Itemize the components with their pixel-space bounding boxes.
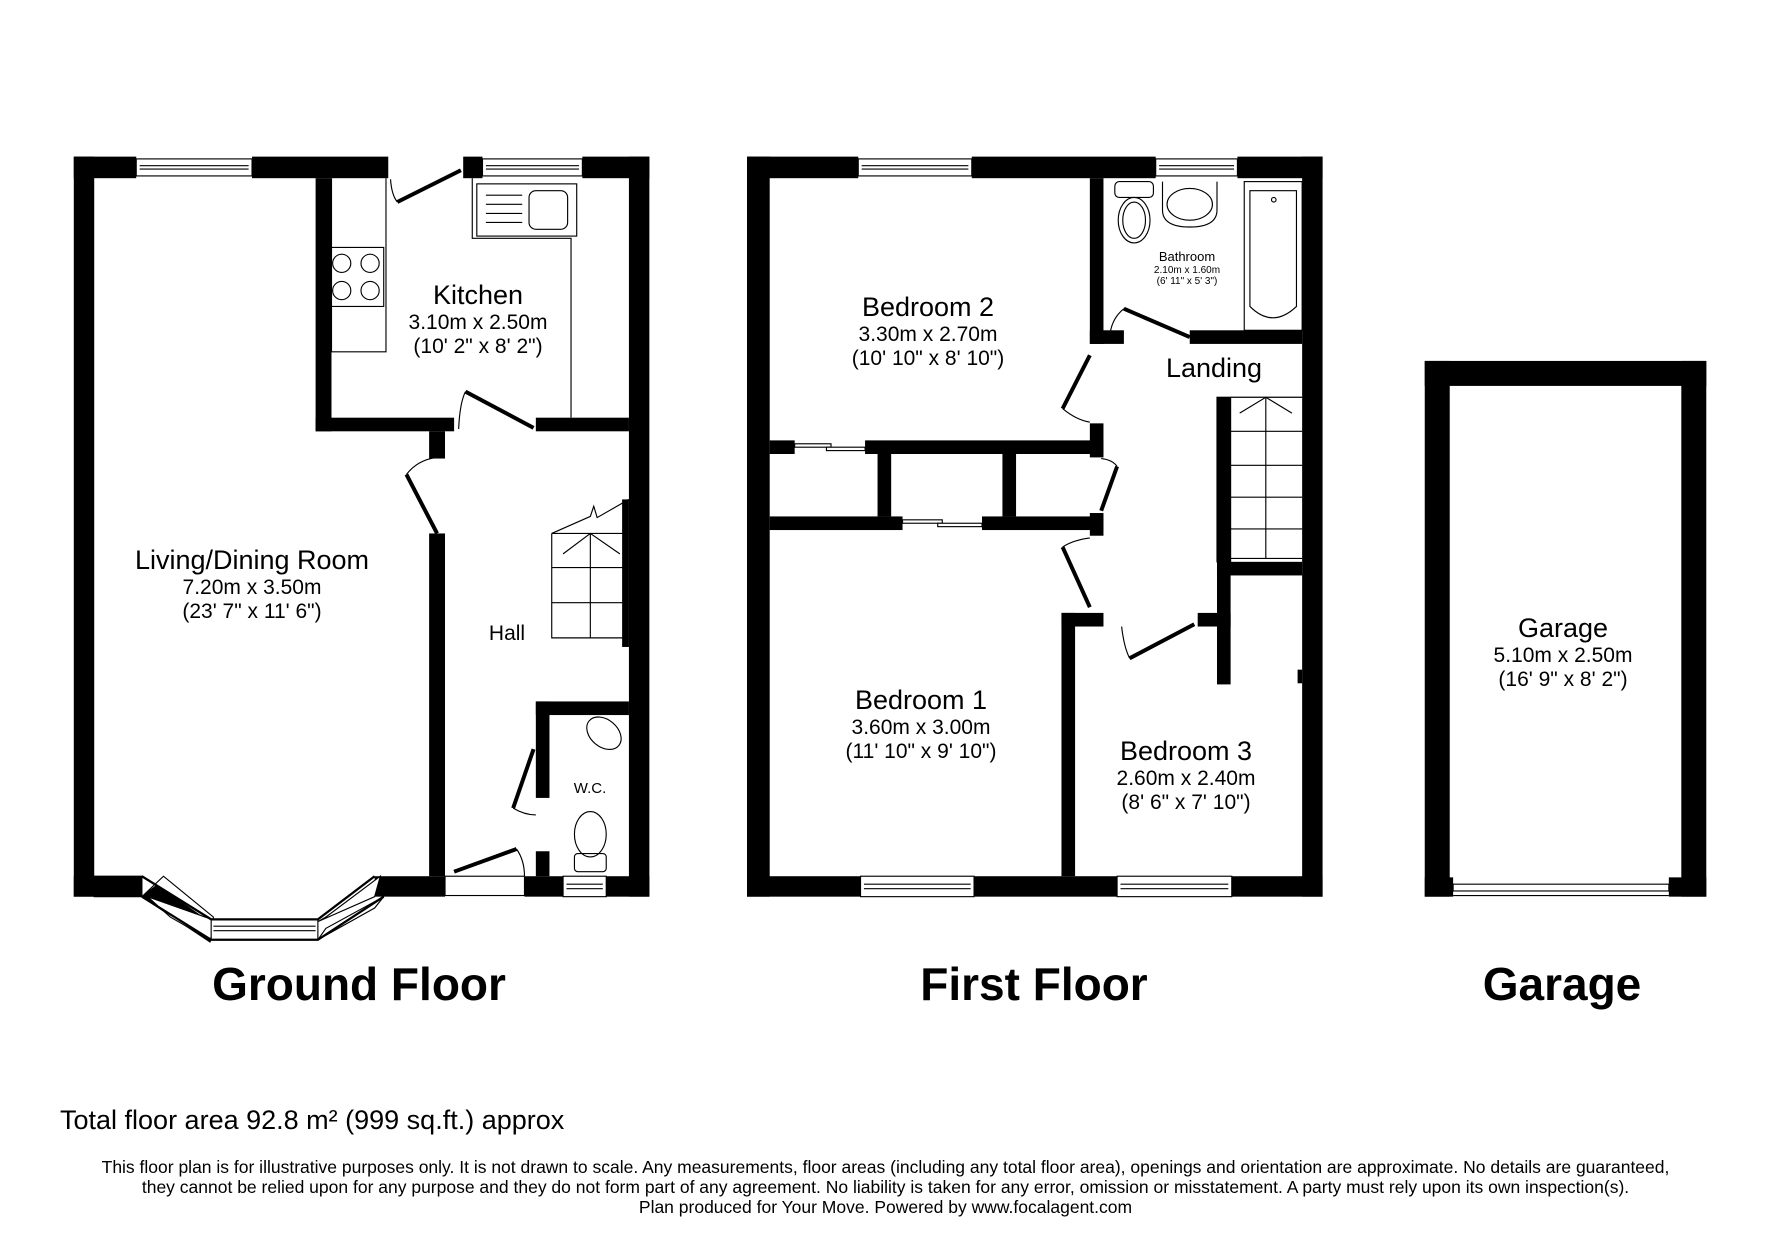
- room-dim-metric: 5.10m x 2.50m: [1493, 644, 1633, 668]
- room-name: Bedroom 2: [861, 292, 995, 322]
- sliding-door-icon: [794, 443, 983, 528]
- room-dim-metric: 3.60m x 3.00m: [851, 716, 991, 740]
- disclaimer-line: Plan produced for Your Move. Powered by …: [638, 1197, 1133, 1217]
- floor-title-first: First Floor: [920, 958, 1148, 1010]
- room-dim-metric: 7.20m x 3.50m: [182, 576, 322, 600]
- disclaimer-line: This floor plan is for illustrative purp…: [101, 1157, 1670, 1177]
- room-name: Bedroom 3: [1119, 736, 1253, 766]
- room-name: Hall: [488, 622, 526, 645]
- room-dim-imperial: (8' 6" x 7' 10"): [1121, 791, 1251, 815]
- garage-door-icon: [1452, 883, 1670, 897]
- room-name: Landing: [1165, 353, 1263, 383]
- bathroom-fittings: [1114, 181, 1303, 331]
- room-dim-metric: 3.30m x 2.70m: [858, 323, 998, 347]
- room-name: Bedroom 1: [854, 685, 988, 715]
- bay-window: [93, 874, 385, 943]
- room-name: Living/Dining Room: [134, 545, 370, 575]
- room-label-living-dining: Living/Dining Room 7.20m x 3.50m (23' 7"…: [135, 545, 369, 624]
- first-floor-plan: [746, 156, 1323, 898]
- room-label-bedroom-3: Bedroom 3 2.60m x 2.40m (8' 6" x 7' 10"): [1117, 736, 1256, 815]
- room-dim-imperial: (23' 7" x 11' 6"): [182, 600, 322, 624]
- room-name: Kitchen: [432, 280, 524, 310]
- room-dim-imperial: (6' 11" x 5' 3"): [1156, 276, 1218, 288]
- room-label-bedroom-2: Bedroom 2 3.30m x 2.70m (10' 10" x 8' 10…: [852, 292, 1005, 371]
- room-dim-imperial: (16' 9" x 8' 2"): [1498, 668, 1628, 692]
- room-label-landing: Landing: [1166, 353, 1262, 384]
- room-name: Bathroom: [1158, 249, 1216, 264]
- room-name: W.C.: [573, 780, 607, 797]
- room-dim-imperial: (10' 10" x 8' 10"): [851, 347, 1005, 371]
- room-dim-metric: 2.10m x 1.60m: [1153, 264, 1221, 276]
- window-icon: [135, 158, 607, 898]
- floor-title-ground: Ground Floor: [212, 958, 506, 1010]
- disclaimer: This floor plan is for illustrative purp…: [0, 1157, 1771, 1217]
- room-dim-imperial: (10' 2" x 8' 2"): [413, 335, 543, 359]
- total-floor-area: Total floor area 92.8 m² (999 sq.ft.) ap…: [60, 1105, 565, 1135]
- room-label-garage: Garage 5.10m x 2.50m (16' 9" x 8' 2"): [1494, 613, 1633, 692]
- floor-title-garage: Garage: [1482, 958, 1642, 1010]
- garage-plan: [1424, 360, 1707, 897]
- room-dim-imperial: (11' 10" x 9' 10"): [845, 740, 997, 764]
- toilet-icon: [573, 716, 622, 873]
- disclaimer-line: they cannot be relied upon for any purpo…: [141, 1177, 1630, 1197]
- room-label-wc: W.C.: [574, 780, 607, 797]
- door-icon: [389, 168, 536, 877]
- staircase-icon: [1216, 396, 1303, 563]
- room-label-kitchen: Kitchen 3.10m x 2.50m (10' 2" x 8' 2"): [409, 280, 548, 359]
- ground-floor-plan: [73, 156, 650, 943]
- room-label-bathroom: Bathroom 2.10m x 1.60m (6' 11" x 5' 3"): [1153, 249, 1221, 288]
- room-name: Garage: [1517, 613, 1609, 643]
- staircase-icon: [551, 498, 630, 639]
- room-label-hall: Hall: [489, 622, 525, 646]
- kitchen-worktop: [328, 178, 578, 418]
- room-dim-metric: 3.10m x 2.50m: [408, 311, 548, 335]
- room-dim-metric: 2.60m x 2.40m: [1116, 767, 1256, 791]
- room-label-bedroom-1: Bedroom 1 3.60m x 3.00m (11' 10" x 9' 10…: [846, 685, 997, 764]
- window-icon: [857, 158, 1238, 898]
- door-icon: [1060, 306, 1196, 661]
